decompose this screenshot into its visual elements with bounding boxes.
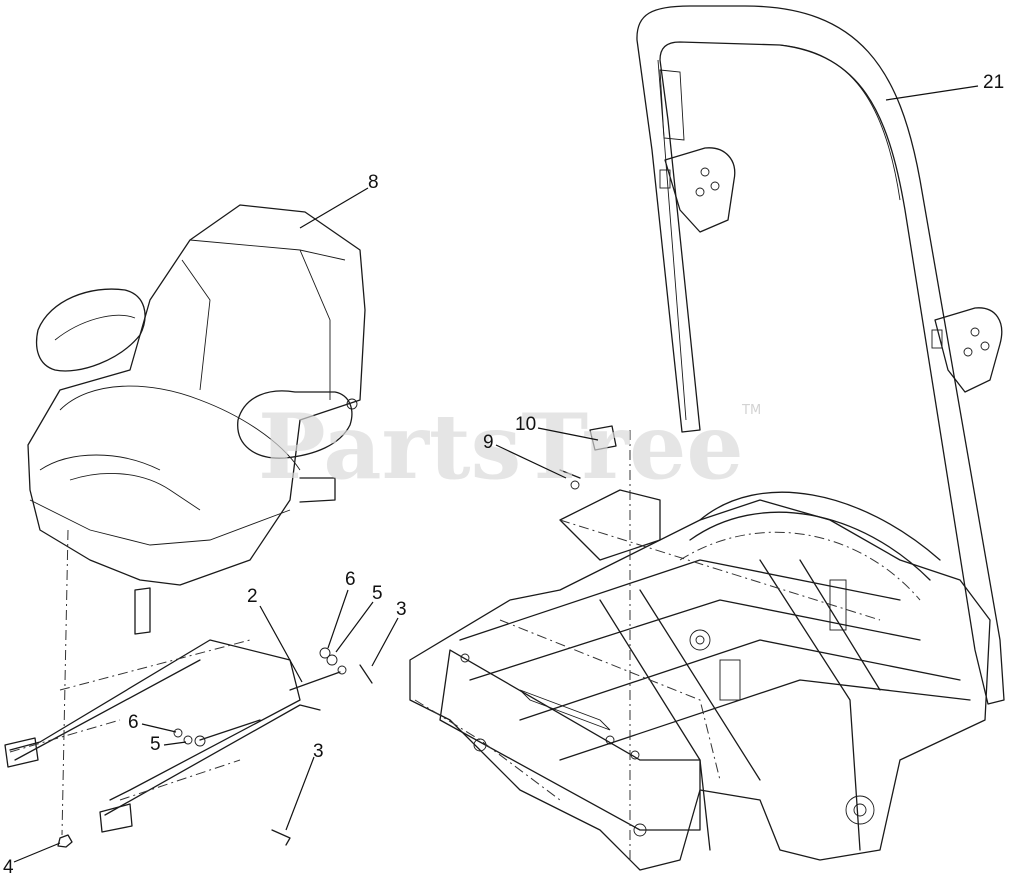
watermark: PartsTree TM bbox=[258, 394, 761, 500]
leader-6b bbox=[141, 723, 177, 733]
callout-10: 10 bbox=[515, 414, 536, 435]
leader-3b bbox=[285, 756, 315, 831]
leader-2 bbox=[259, 605, 303, 683]
roll-bar bbox=[636, 5, 1005, 705]
seat-right-armrest bbox=[237, 390, 358, 459]
leader-5b bbox=[163, 741, 187, 746]
leader-5a bbox=[335, 601, 374, 653]
callout-21: 21 bbox=[983, 72, 1004, 93]
roll-bar-lower-bracket bbox=[931, 307, 1003, 393]
leader-lines bbox=[13, 85, 979, 863]
seat-left-armrest bbox=[35, 288, 146, 372]
leader-3a bbox=[371, 617, 399, 667]
callout-5: 5 bbox=[372, 583, 383, 604]
callout-labels: 21 8 10 9 2 6 5 3 6 5 3 4 bbox=[3, 72, 1004, 878]
watermark-trademark: TM bbox=[741, 403, 761, 418]
leader-8 bbox=[299, 187, 369, 229]
callout-6: 6 bbox=[128, 712, 139, 733]
callout-8: 8 bbox=[368, 172, 379, 193]
callout-6: 6 bbox=[345, 569, 356, 590]
callout-9: 9 bbox=[483, 432, 494, 453]
roll-bar-upper-bracket bbox=[659, 147, 736, 233]
leader-9 bbox=[495, 444, 567, 479]
seat bbox=[27, 204, 366, 586]
leader-4 bbox=[13, 842, 61, 863]
callout-3: 3 bbox=[396, 599, 407, 620]
callout-5: 5 bbox=[150, 734, 161, 755]
callout-2: 2 bbox=[247, 586, 258, 607]
seat-adjuster-frame bbox=[4, 529, 373, 848]
leader-21 bbox=[885, 85, 979, 101]
chassis-frame bbox=[409, 425, 991, 871]
callout-3: 3 bbox=[313, 741, 324, 762]
callout-4: 4 bbox=[3, 857, 14, 878]
leader-6a bbox=[327, 589, 349, 649]
leader-10 bbox=[537, 427, 599, 441]
